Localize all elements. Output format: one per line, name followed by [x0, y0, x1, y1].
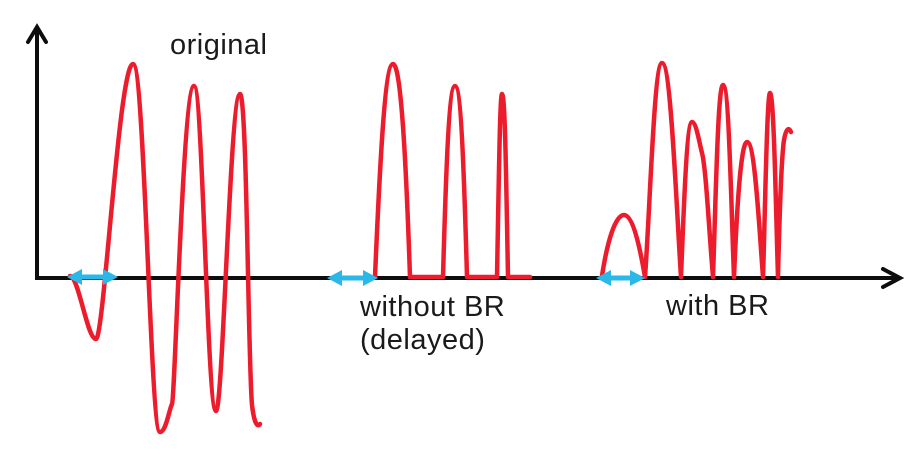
waveform-without-br — [372, 61, 533, 280]
label-original: original — [170, 29, 268, 61]
axis-arrowhead-right-icon — [881, 267, 905, 289]
label-with-br: with BR — [666, 290, 770, 322]
label-without-br: without BR — [360, 291, 506, 323]
delay-arrow-1-icon — [67, 269, 118, 285]
waveform-original — [67, 61, 263, 435]
axis-arrowhead-up-icon — [26, 23, 48, 44]
delay-arrow-3-left-head — [596, 270, 611, 286]
delay-arrow-1-right-head — [103, 269, 118, 285]
waveform-with-br — [599, 60, 794, 280]
delay-arrow-1-left-head — [67, 269, 82, 285]
delay-arrow-3-right-head — [630, 270, 645, 286]
delay-arrow-2-icon — [327, 270, 378, 286]
delay-arrow-2-right-head — [363, 270, 378, 286]
delay-arrow-2-left-head — [327, 270, 342, 286]
label-delayed: (delayed) — [360, 324, 486, 356]
delay-arrow-3-icon — [596, 270, 645, 286]
